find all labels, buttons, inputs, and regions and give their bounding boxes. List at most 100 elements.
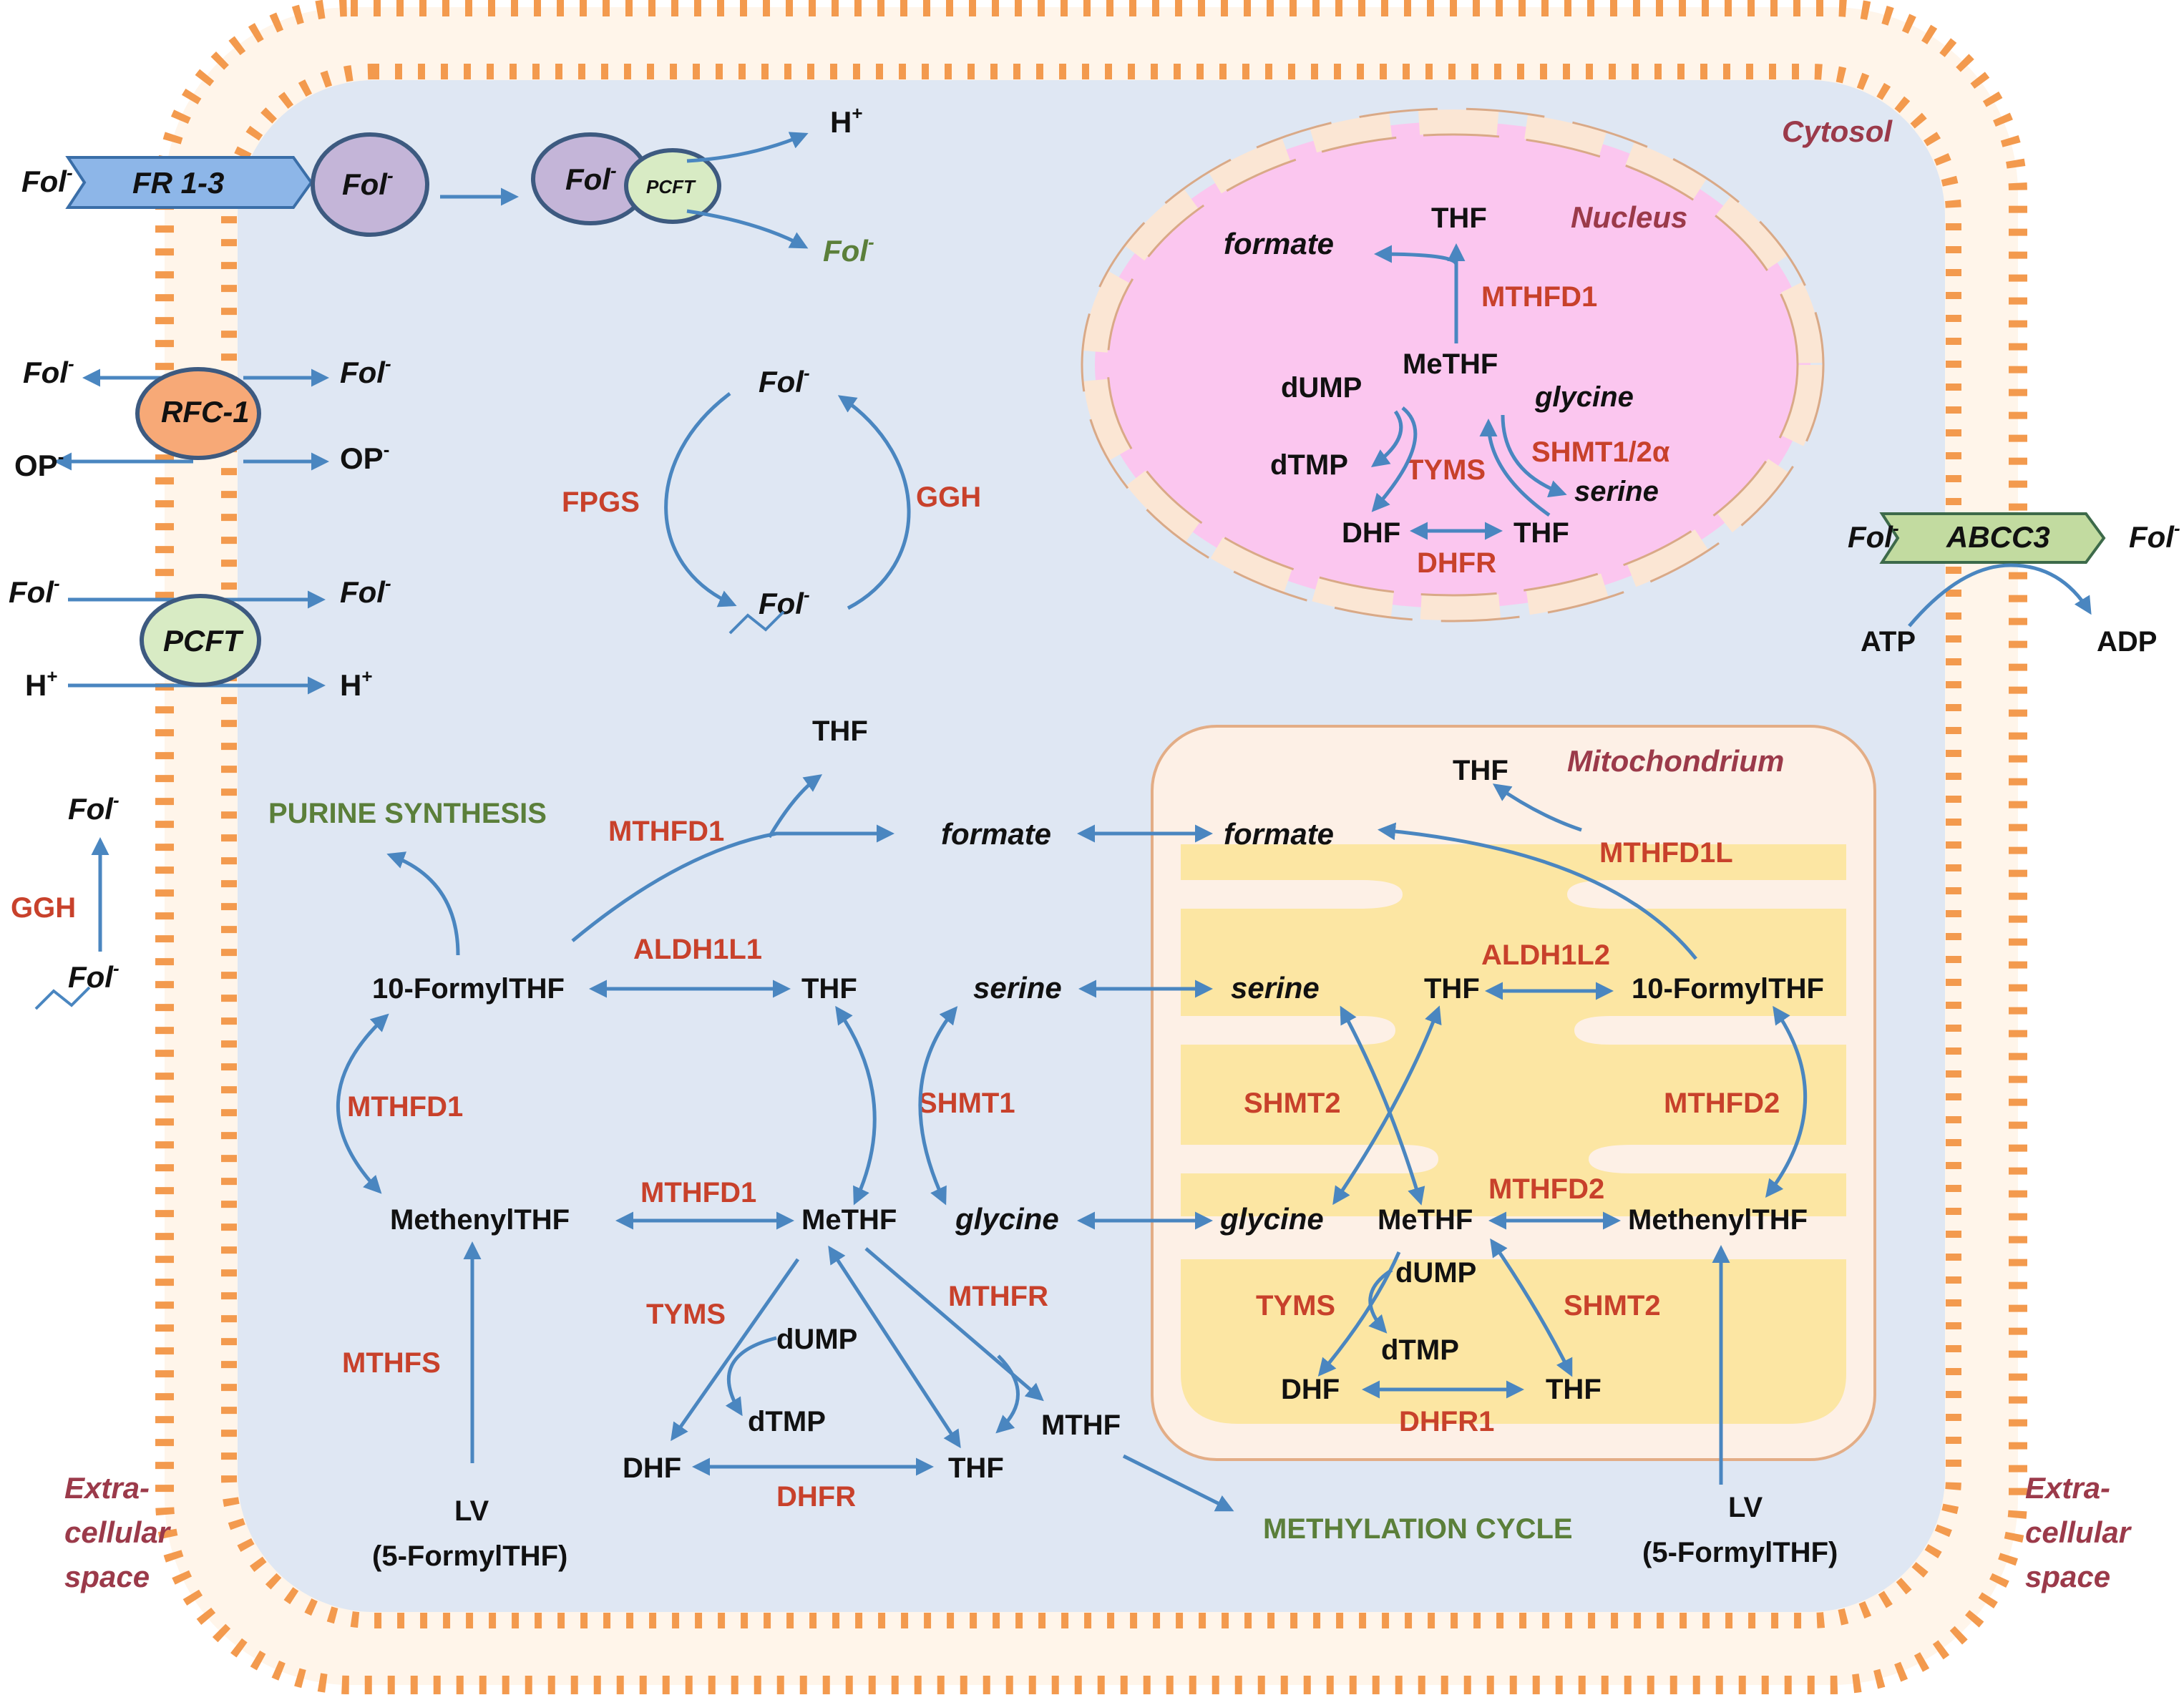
svg-text:MeTHF: MeTHF: [801, 1204, 897, 1236]
svg-text:THF: THF: [1453, 755, 1508, 786]
svg-text:DHF: DHF: [1342, 517, 1400, 549]
svg-text:cellular: cellular: [64, 1515, 172, 1549]
mitochondrium: Mitochondrium: [1151, 725, 1876, 1461]
svg-text:formate: formate: [941, 817, 1051, 851]
fr-receptor: Fol- FR 1-3 Fol- Fol- PCFT H+ Fol-: [21, 102, 874, 268]
svg-text:dUMP: dUMP: [776, 1324, 857, 1355]
svg-text:METHYLATION CYCLE: METHYLATION CYCLE: [1263, 1513, 1573, 1545]
svg-text:Fol-: Fol-: [1848, 517, 1899, 554]
svg-text:dTMP: dTMP: [1270, 449, 1348, 481]
svg-text:MTHFR: MTHFR: [948, 1281, 1048, 1312]
svg-text:MethenylTHF: MethenylTHF: [390, 1204, 570, 1236]
svg-text:Fol-: Fol-: [342, 165, 394, 201]
svg-text:GGH: GGH: [916, 482, 981, 513]
svg-text:MTHFD1: MTHFD1: [1481, 281, 1597, 313]
svg-text:DHF: DHF: [1281, 1374, 1340, 1405]
svg-text:Extra-: Extra-: [2025, 1471, 2110, 1505]
polyglutamation-cycle: Fol- Fol- FPGS GGH: [562, 362, 981, 635]
nucleus: Nucleus THF formate MTHFD1 MeTHF dUMP gl…: [1081, 107, 1825, 622]
svg-text:space: space: [2025, 1560, 2110, 1593]
svg-text:THF: THF: [1513, 517, 1569, 549]
svg-text:Fol-: Fol-: [21, 162, 73, 198]
svg-text:MTHFD1: MTHFD1: [608, 816, 724, 847]
svg-text:THF: THF: [1431, 202, 1487, 234]
svg-text:cellular: cellular: [2025, 1515, 2132, 1549]
extracellular-ggh: Fol- GGH Fol-: [11, 789, 120, 1010]
extracellular-left-label: Extra- cellular space: [64, 1471, 172, 1593]
svg-text:Fol-: Fol-: [68, 957, 120, 994]
mitochondrium-label: Mitochondrium: [1567, 744, 1784, 778]
svg-text:FR 1-3: FR 1-3: [132, 166, 224, 200]
svg-text:H+: H+: [830, 102, 863, 139]
svg-text:ALDH1L2: ALDH1L2: [1481, 939, 1610, 971]
svg-text:10-FormylTHF: 10-FormylTHF: [372, 973, 565, 1005]
svg-text:H+: H+: [340, 665, 373, 702]
svg-text:MeTHF: MeTHF: [1403, 348, 1498, 380]
svg-text:MTHFD1: MTHFD1: [640, 1177, 756, 1208]
svg-text:glycine: glycine: [955, 1202, 1059, 1236]
svg-text:ABCC3: ABCC3: [1946, 520, 2050, 554]
svg-text:ALDH1L1: ALDH1L1: [633, 934, 762, 965]
svg-text:dUMP: dUMP: [1395, 1257, 1476, 1289]
svg-text:THF: THF: [1424, 973, 1480, 1005]
svg-text:MeTHF: MeTHF: [1378, 1204, 1473, 1236]
svg-text:(5-FormylTHF): (5-FormylTHF): [372, 1540, 567, 1572]
svg-text:SHMT1: SHMT1: [918, 1088, 1015, 1119]
svg-text:Fol-: Fol-: [565, 160, 617, 196]
svg-text:THF: THF: [812, 715, 868, 747]
svg-text:Fol-: Fol-: [340, 353, 391, 389]
nucleus-label: Nucleus: [1571, 200, 1687, 234]
svg-text:PCFT: PCFT: [163, 624, 244, 658]
cytosol-label: Cytosol: [1782, 114, 1893, 148]
svg-text:space: space: [64, 1560, 150, 1593]
svg-text:Fol-: Fol-: [23, 353, 74, 389]
svg-text:(5-FormylTHF): (5-FormylTHF): [1642, 1537, 1838, 1568]
svg-text:serine: serine: [1231, 971, 1320, 1005]
svg-text:TYMS: TYMS: [1406, 454, 1486, 486]
svg-text:OP-: OP-: [14, 446, 64, 482]
svg-text:ATP: ATP: [1861, 626, 1916, 658]
svg-text:dTMP: dTMP: [1381, 1334, 1459, 1366]
svg-text:PURINE SYNTHESIS: PURINE SYNTHESIS: [268, 798, 547, 829]
svg-text:GGH: GGH: [11, 892, 76, 924]
svg-text:formate: formate: [1224, 817, 1334, 851]
svg-text:RFC-1: RFC-1: [161, 395, 250, 429]
svg-text:dUMP: dUMP: [1281, 372, 1362, 404]
svg-text:FPGS: FPGS: [562, 487, 640, 518]
svg-text:MTHFD2: MTHFD2: [1664, 1088, 1780, 1119]
svg-text:MTHFD1: MTHFD1: [347, 1091, 463, 1123]
svg-text:glycine: glycine: [1219, 1202, 1324, 1236]
svg-text:PCFT: PCFT: [646, 176, 696, 197]
svg-text:dTMP: dTMP: [748, 1406, 826, 1437]
svg-text:Fol-: Fol-: [68, 789, 120, 826]
svg-text:Fol-: Fol-: [823, 231, 874, 268]
svg-text:DHFR: DHFR: [776, 1481, 856, 1513]
svg-text:Fol-: Fol-: [759, 362, 810, 399]
svg-text:SHMT2: SHMT2: [1564, 1290, 1661, 1322]
svg-text:THF: THF: [948, 1452, 1004, 1484]
svg-text:DHFR1: DHFR1: [1399, 1406, 1494, 1437]
svg-text:MTHFD1L: MTHFD1L: [1599, 837, 1733, 869]
svg-text:LV: LV: [1728, 1492, 1763, 1523]
svg-text:TYMS: TYMS: [646, 1299, 726, 1330]
svg-text:Fol-: Fol-: [2129, 517, 2180, 554]
svg-text:MTHFD2: MTHFD2: [1488, 1173, 1604, 1205]
svg-text:10-FormylTHF: 10-FormylTHF: [1632, 973, 1824, 1005]
svg-text:ADP: ADP: [2097, 626, 2157, 658]
abcc3-transporter: ABCC3 Fol- Fol- ATP ADP: [1848, 512, 2180, 658]
svg-text:DHF: DHF: [623, 1452, 681, 1484]
rfc1-transporter: RFC-1 Fol- Fol- OP- OP-: [14, 353, 391, 482]
svg-text:THF: THF: [1546, 1374, 1602, 1405]
svg-text:H+: H+: [25, 665, 58, 702]
svg-text:glycine: glycine: [1534, 381, 1634, 413]
svg-text:SHMT1/2α: SHMT1/2α: [1531, 436, 1670, 468]
svg-text:serine: serine: [1574, 476, 1659, 507]
svg-text:Fol-: Fol-: [759, 584, 810, 620]
svg-text:MTHFS: MTHFS: [342, 1347, 441, 1379]
mito-folate-cycle: THF formate MTHFD1L ALDH1L2 serine THF 1…: [1219, 755, 1824, 1485]
svg-text:LV: LV: [454, 1495, 489, 1527]
svg-text:serine: serine: [973, 971, 1062, 1005]
svg-text:OP-: OP-: [340, 439, 389, 475]
extracellular-right-label: Extra- cellular space: [2025, 1471, 2132, 1593]
